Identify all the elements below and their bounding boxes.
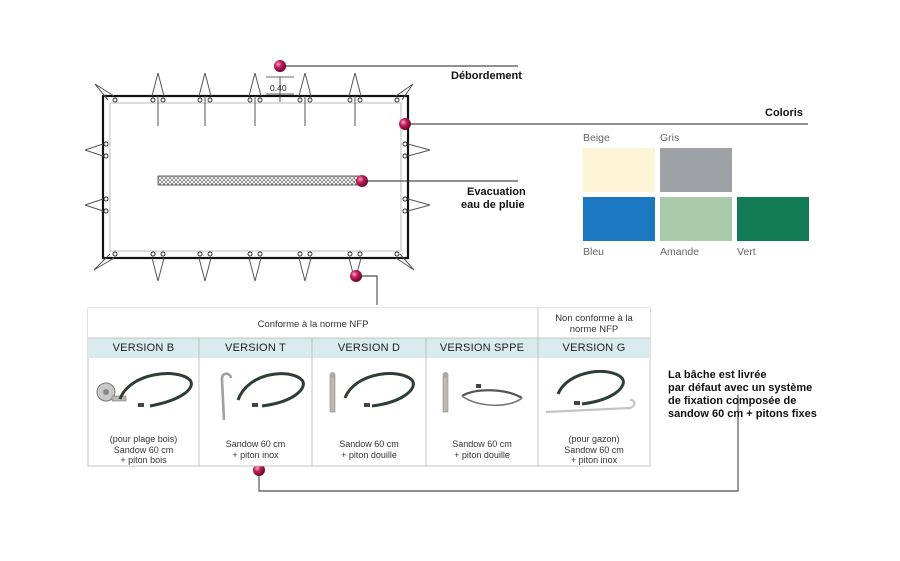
swatch-gris	[660, 148, 732, 192]
callout-marker-debordement	[274, 60, 286, 72]
swatch-vert	[737, 197, 809, 241]
version-g-desc: (pour gazon)Sandow 60 cm+ piton inox	[564, 434, 624, 465]
anchors-bottom	[93, 253, 415, 282]
piton-douille-icon	[329, 372, 415, 413]
swatch-label-beige: Beige	[583, 132, 610, 144]
swatch-amande	[660, 197, 732, 241]
callout-lines	[258, 65, 808, 492]
default-system-note: La bâche est livrée par défaut avec un s…	[668, 369, 817, 420]
version-d-desc: Sandow 60 cm+ piton douille	[339, 439, 399, 460]
dimension-value: 0.40	[270, 83, 287, 93]
version-b-desc: (pour plage bois)Sandow 60 cm+ piton boi…	[109, 434, 178, 465]
callout-marker-fixation	[350, 270, 362, 282]
anchors-top	[94, 72, 414, 126]
table-header-band	[88, 308, 650, 338]
piton-bois-icon	[96, 372, 193, 408]
header-non-conforme-2: norme NFP	[569, 324, 619, 335]
version-sppe-desc: Sandow 60 cm+ piton douille	[452, 439, 512, 460]
piton-gazon-icon	[545, 370, 636, 414]
version-t-label: VERSION T	[225, 342, 286, 354]
callout-marker-coloris	[399, 118, 411, 130]
version-g-label: VERSION G	[562, 342, 626, 354]
callout-marker-default	[253, 464, 265, 476]
version-b-label: VERSION B	[112, 342, 175, 354]
label-debordement: Débordement	[451, 70, 522, 82]
piton-inox-icon	[220, 372, 305, 421]
label-evacuation-1: Evacuation	[467, 186, 526, 198]
swatch-label-gris: Gris	[660, 132, 680, 144]
label-coloris: Coloris	[765, 107, 803, 119]
table-dividers	[88, 308, 650, 466]
piton-douille-sppe-icon	[442, 372, 523, 413]
label-evacuation-2: eau de pluie	[461, 199, 525, 211]
anchors-sides	[84, 143, 431, 212]
header-non-conforme-1: Non conforme à la	[555, 313, 633, 324]
version-t-desc: Sandow 60 cm+ piton inox	[225, 439, 286, 460]
version-d-label: VERSION D	[337, 342, 401, 354]
swatch-label-bleu: Bleu	[583, 246, 605, 258]
header-conforme: Conforme à la norme NFP	[257, 319, 369, 330]
version-sppe-label: VERSION SPPE	[439, 342, 525, 354]
rain-drain-strip	[157, 175, 361, 186]
version-band	[88, 338, 650, 358]
swatch-label-vert: Vert	[737, 246, 756, 258]
product-illustrations	[96, 370, 636, 421]
eyelets	[103, 97, 408, 257]
dimension-marker	[266, 76, 294, 102]
swatch-bleu	[583, 197, 655, 241]
callout-marker-evacuation	[356, 175, 368, 187]
swatch-beige	[583, 148, 655, 192]
swatch-label-amande: Amande	[660, 246, 700, 258]
